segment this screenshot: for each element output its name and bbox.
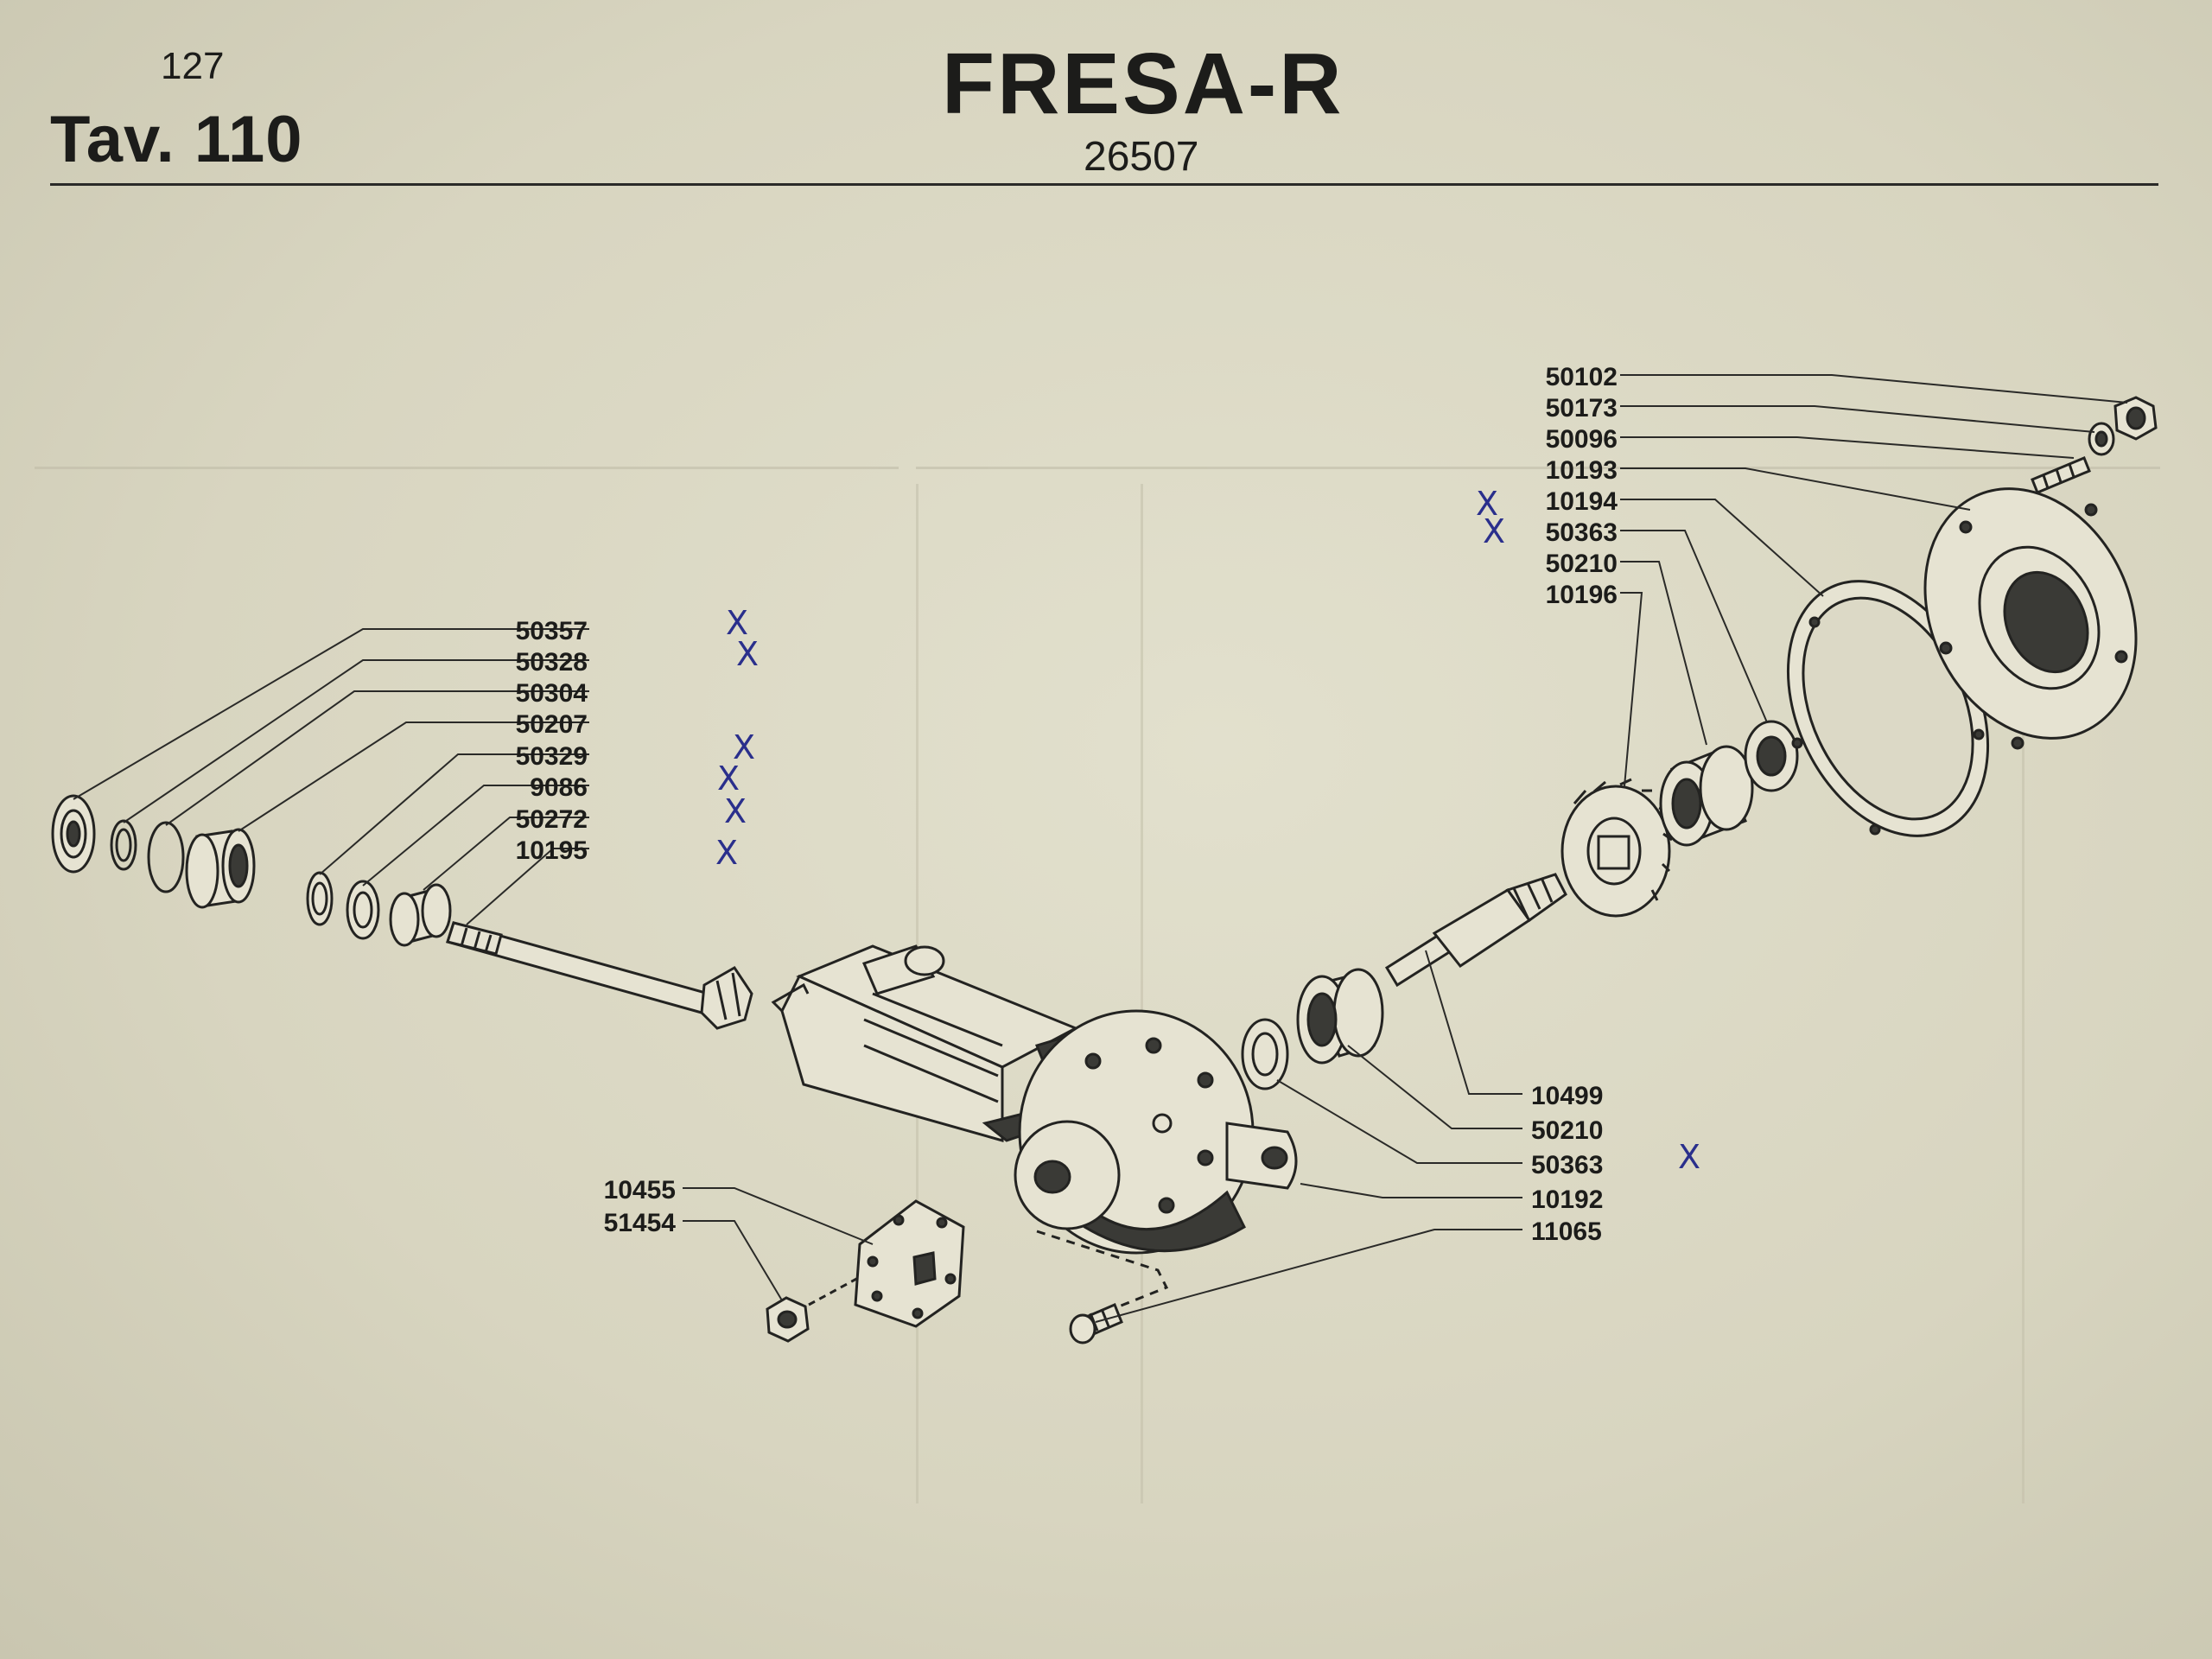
part-label: 50210 (1531, 1116, 1603, 1145)
pen-mark: X (715, 834, 738, 872)
pen-mark: X (1483, 512, 1505, 550)
center-bearing (1296, 968, 1384, 1065)
pen-mark: X (726, 604, 748, 642)
bevel-gear (1560, 778, 1673, 918)
cover-plate (1923, 487, 2138, 750)
screw (1069, 1303, 1123, 1344)
part-label: 50328 (516, 648, 588, 677)
pen-mark: X (717, 760, 740, 798)
model-code: 26507 (1084, 134, 1199, 180)
flange-plate (854, 1199, 965, 1328)
part-label: 10194 (1546, 487, 1618, 516)
spline-shaft (1384, 873, 1567, 988)
part-label: 51454 (604, 1209, 677, 1237)
part-label: 10193 (1546, 456, 1618, 485)
part-label: 11065 (1531, 1217, 1602, 1246)
left-label-group: 50357 50328 50304 50207 50329 9086 50272… (516, 604, 759, 872)
part-label: 50272 (516, 805, 588, 834)
part-label: 10196 (1546, 581, 1618, 609)
leader-lines (73, 374, 2128, 1323)
left-shaft-parts (51, 794, 753, 1030)
right-bearing (1659, 745, 1754, 847)
part-label: 10192 (1531, 1185, 1603, 1214)
part-label: 10455 (604, 1176, 676, 1205)
part-label: 50304 (516, 679, 588, 708)
part-label: 50357 (516, 617, 588, 645)
nut (766, 1275, 861, 1343)
pen-mark: X (733, 728, 755, 766)
pen-mark: X (1476, 485, 1498, 523)
stud (2031, 456, 2091, 494)
right-seal (1744, 720, 1799, 792)
part-label: 50207 (516, 710, 588, 739)
part-label: 50363 (1531, 1151, 1603, 1179)
part-label: 50096 (1546, 425, 1618, 454)
part-label: 50173 (1546, 394, 1618, 423)
part-label: 10499 (1531, 1082, 1603, 1110)
page-number: 127 (161, 45, 225, 87)
differential-housing (771, 944, 1298, 1315)
bottom-left-label-group: 10455 51454 (604, 1176, 677, 1237)
part-label: 50363 (1546, 518, 1618, 547)
washer-small (2088, 422, 2115, 456)
part-label: 50210 (1546, 550, 1618, 578)
header-rule (50, 183, 2158, 186)
pen-mark: X (724, 792, 747, 830)
nut-small (2113, 396, 2158, 441)
top-right-label-group: 50102 50173 50096 10193 10194 50363 5021… (1476, 363, 1618, 609)
part-label: 9086 (530, 773, 588, 802)
part-label: 50102 (1546, 363, 1618, 391)
pen-mark: X (1678, 1138, 1700, 1176)
part-label: 50329 (516, 742, 588, 771)
plate-number: Tav. 110 (50, 103, 303, 176)
pen-mark: X (736, 635, 759, 673)
center-ring (1241, 1018, 1289, 1090)
model-title: FRESA-R (942, 35, 1344, 132)
bottom-right-label-group: 10499 50210 50363 10192 11065 X (1531, 1082, 1700, 1246)
part-label: 10195 (516, 836, 588, 865)
